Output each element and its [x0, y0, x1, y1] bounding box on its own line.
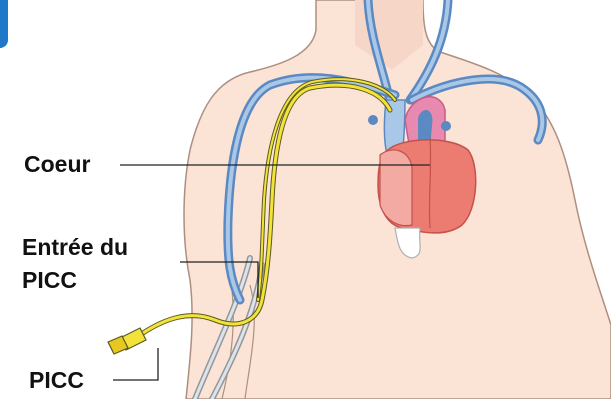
heart-right-atrium [380, 150, 412, 226]
label-heart: Coeur [24, 150, 90, 179]
vessel-stub [368, 115, 378, 125]
vessel-stub [441, 121, 451, 131]
picc-hub-icon [108, 328, 146, 354]
label-picc-entry-line2: PICC [22, 266, 77, 295]
label-picc-entry-line1: Entrée du [22, 233, 128, 262]
label-picc: PICC [29, 366, 84, 395]
leader-line-picc [113, 348, 158, 380]
